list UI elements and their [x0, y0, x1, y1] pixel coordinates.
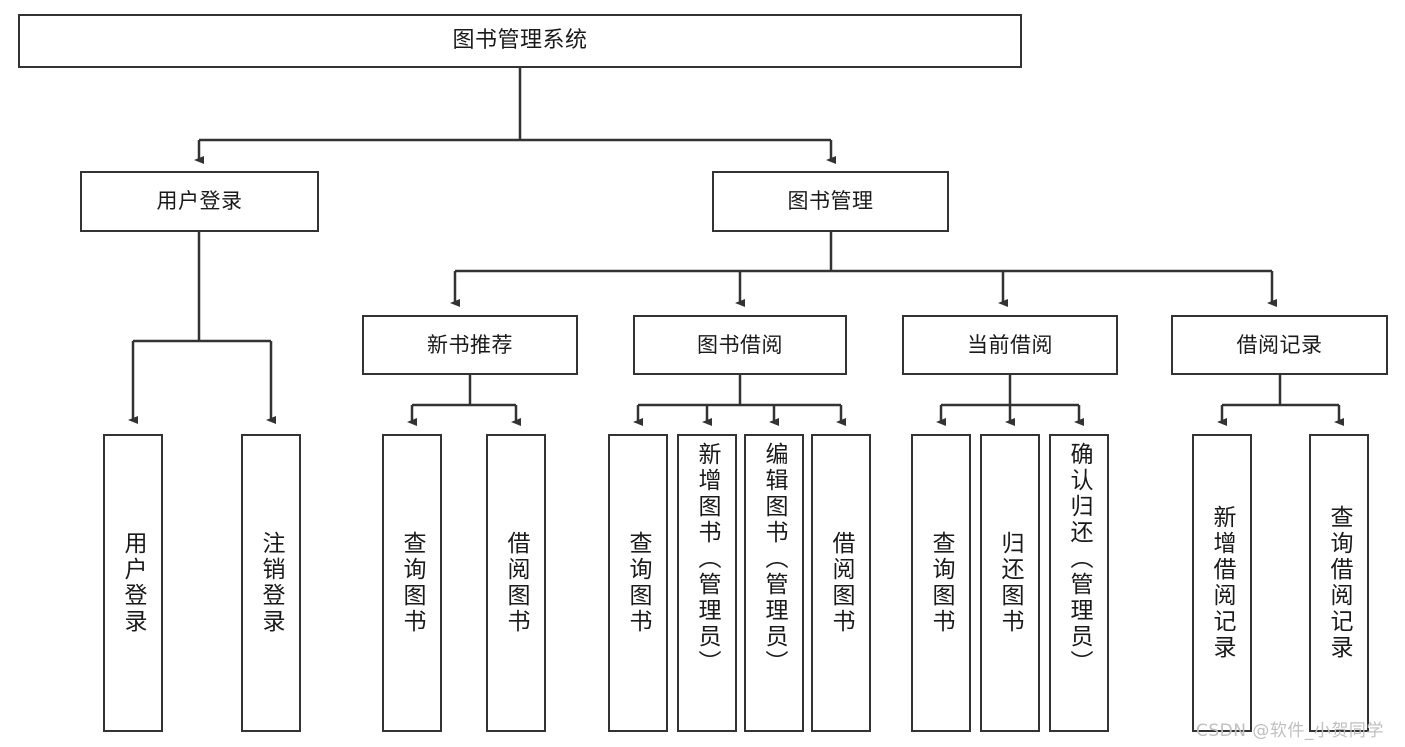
leaf-label: 查询图书: [399, 531, 426, 635]
leaf-borrow-add-book-admin[interactable]: 新增图书（管理员）: [677, 434, 737, 732]
leaf-label: 编辑图书（管理员）: [761, 442, 788, 676]
csdn-watermark: CSDN @软件_小贺同学: [1196, 721, 1384, 741]
leaf-label: 注销登录: [258, 531, 285, 635]
node-borrow-record-label: 借阅记录: [1236, 332, 1323, 357]
node-user-login[interactable]: 用户登录: [80, 171, 319, 232]
node-book-management[interactable]: 图书管理: [712, 171, 949, 232]
node-book-borrow-label: 图书借阅: [697, 332, 783, 357]
leaf-borrow-edit-book-admin[interactable]: 编辑图书（管理员）: [744, 434, 804, 732]
node-book-borrow[interactable]: 图书借阅: [633, 315, 847, 375]
node-current-borrow[interactable]: 当前借阅: [902, 315, 1118, 375]
leaf-label: 用户登录: [120, 531, 147, 635]
leaf-label: 借阅图书: [503, 531, 530, 635]
leaf-borrow-borrow-book[interactable]: 借阅图书: [811, 434, 871, 732]
node-book-management-label: 图书管理: [787, 189, 874, 214]
leaf-current-query-book[interactable]: 查询图书: [911, 434, 971, 732]
leaf-record-add-record[interactable]: 新增借阅记录: [1192, 434, 1252, 732]
node-borrow-record[interactable]: 借阅记录: [1171, 315, 1388, 375]
node-new-book-recommend-label: 新书推荐: [427, 332, 513, 357]
leaf-current-return-book[interactable]: 归还图书: [980, 434, 1040, 732]
node-user-login-label: 用户登录: [156, 189, 243, 214]
leaf-label: 查询图书: [625, 531, 652, 635]
node-root[interactable]: 图书管理系统: [18, 14, 1022, 68]
leaf-current-confirm-return-admin[interactable]: 确认归还（管理员）: [1049, 434, 1109, 732]
leaf-recommend-borrow-book[interactable]: 借阅图书: [486, 434, 546, 732]
leaf-record-query-record[interactable]: 查询借阅记录: [1309, 434, 1369, 732]
node-new-book-recommend[interactable]: 新书推荐: [362, 315, 578, 375]
leaf-user-login-signout[interactable]: 注销登录: [241, 434, 301, 732]
leaf-label: 新增图书（管理员）: [694, 442, 721, 676]
node-root-label: 图书管理系统: [452, 28, 588, 54]
leaf-label: 借阅图书: [828, 531, 855, 635]
leaf-label: 查询图书: [928, 531, 955, 635]
leaf-label: 新增借阅记录: [1209, 505, 1236, 661]
leaf-label: 查询借阅记录: [1326, 505, 1353, 661]
leaf-label: 确认归还（管理员）: [1066, 442, 1093, 676]
leaf-borrow-query-book[interactable]: 查询图书: [608, 434, 668, 732]
leaf-recommend-query-book[interactable]: 查询图书: [382, 434, 442, 732]
node-current-borrow-label: 当前借阅: [967, 332, 1053, 357]
leaf-label: 归还图书: [997, 531, 1024, 635]
leaf-user-login-signin[interactable]: 用户登录: [103, 434, 163, 732]
